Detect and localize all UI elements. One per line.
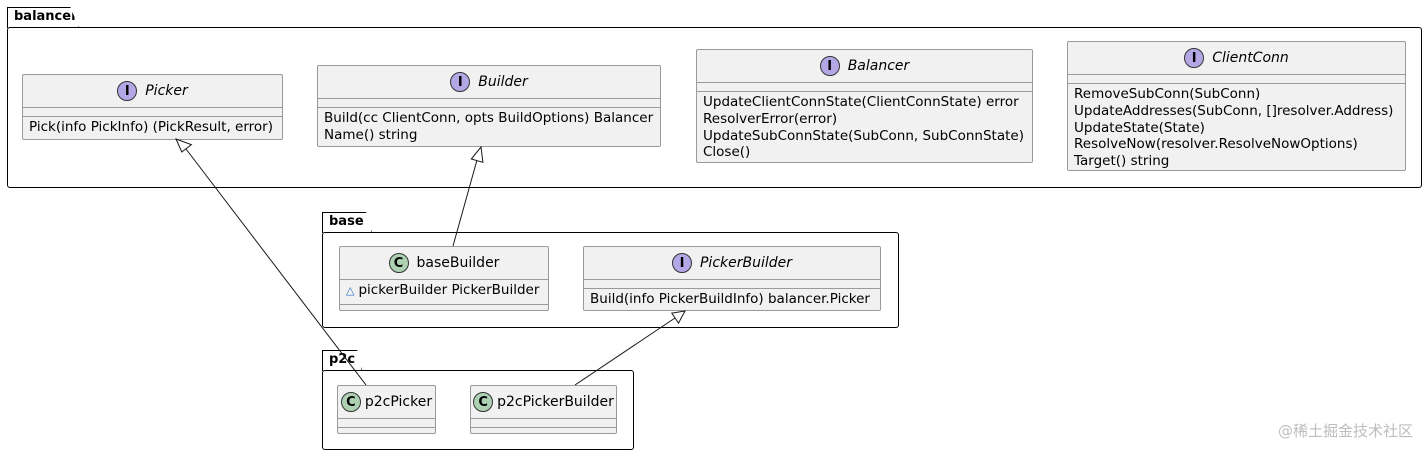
class-basebuilder[interactable]: C baseBuilder △pickerBuilder PickerBuild… (339, 246, 549, 311)
interface-stereotype-icon: I (450, 72, 471, 92)
interface-stereotype-icon: I (117, 81, 138, 101)
interface-balancer[interactable]: I Balancer UpdateClientConnState(ClientC… (696, 49, 1033, 163)
realization-p2cpickerbuilder-pickerbuilder (574, 317, 676, 386)
arrowhead (470, 145, 484, 163)
package-base-tab: base (322, 212, 372, 233)
interface-pickerbuilder[interactable]: I PickerBuilder Build(info PickerBuildIn… (583, 246, 881, 311)
method: ResolverError(error) (703, 110, 838, 127)
interface-clientconn-name: ClientConn (1212, 50, 1289, 66)
class-p2cpickerbuilder-name: p2cPickerBuilder (497, 394, 614, 410)
watermark: @稀土掘金技术社区 (1277, 422, 1413, 440)
class-stereotype-icon: C (340, 392, 361, 412)
method: Close() (703, 144, 751, 161)
class-basebuilder-name: baseBuilder (416, 255, 500, 271)
method: Build(cc ClientConn, opts BuildOptions) … (324, 110, 654, 126)
package-visibility-icon: △ (346, 284, 355, 297)
interface-picker-name: Picker (145, 83, 188, 99)
package-base-name: base (329, 214, 364, 229)
method: UpdateClientConnState(ClientConnState) e… (703, 94, 1019, 110)
package-balancer-name: balancer (14, 9, 78, 24)
realization-basebuilder-builder (452, 159, 478, 247)
method: ResolveNow(resolver.ResolveNowOptions) (1074, 136, 1358, 153)
interface-builder[interactable]: I Builder Build(cc ClientConn, opts Buil… (317, 65, 661, 147)
arrowhead (175, 138, 193, 153)
class-p2cpicker[interactable]: C p2cPicker (337, 385, 436, 434)
interface-pickerbuilder-methods: Build(info PickerBuildInfo) balancer.Pic… (584, 289, 880, 311)
interface-balancer-header: I Balancer (697, 50, 1032, 82)
interface-pickerbuilder-name: PickerBuilder (699, 255, 793, 271)
class-p2cpicker-name: p2cPicker (364, 394, 433, 410)
method: Build(info PickerBuildInfo) balancer.Pic… (590, 291, 870, 307)
interface-stereotype-icon: I (671, 253, 692, 273)
interface-balancer-methods: UpdateClientConnState(ClientConnState) e… (697, 92, 1032, 164)
method: Pick(info PickInfo) (PickResult, error) (29, 119, 274, 135)
class-p2cpicker-header: C p2cPicker (338, 386, 435, 418)
method: Target() string (1074, 153, 1170, 170)
method: UpdateAddresses(SubConn, []resolver.Addr… (1074, 102, 1394, 119)
field: △pickerBuilder PickerBuilder (346, 282, 540, 298)
class-stereotype-icon: C (473, 392, 494, 412)
interface-stereotype-icon: I (819, 56, 840, 76)
interface-picker-methods: Pick(info PickInfo) (PickResult, error) (23, 117, 282, 139)
interface-pickerbuilder-header: I PickerBuilder (584, 247, 880, 279)
interface-balancer-name: Balancer (847, 58, 910, 74)
method: UpdateState(State) (1074, 119, 1205, 136)
interface-clientconn-methods: RemoveSubConn(SubConn) UpdateAddresses(S… (1068, 84, 1405, 173)
arrowhead (670, 310, 686, 325)
interface-clientconn-header: I ClientConn (1068, 42, 1405, 74)
method: Name() string (324, 126, 418, 143)
interface-builder-methods: Build(cc ClientConn, opts BuildOptions) … (318, 108, 660, 147)
class-stereotype-icon: C (388, 253, 409, 273)
realization-p2cpicker-picker (185, 148, 367, 386)
package-balancer-tab: balancer (7, 7, 79, 28)
interface-clientconn[interactable]: I ClientConn RemoveSubConn(SubConn) Upda… (1067, 41, 1406, 171)
interface-picker-header: I Picker (23, 75, 282, 107)
interface-builder-header: I Builder (318, 66, 660, 98)
package-p2c-tab: p2c (322, 350, 362, 371)
class-p2cpickerbuilder-header: C p2cPickerBuilder (471, 386, 616, 418)
method: UpdateSubConnState(SubConn, SubConnState… (703, 127, 1024, 144)
interface-picker[interactable]: I Picker Pick(info PickInfo) (PickResult… (22, 74, 283, 140)
class-basebuilder-header: C baseBuilder (340, 247, 548, 279)
class-p2cpickerbuilder[interactable]: C p2cPickerBuilder (470, 385, 617, 434)
method: RemoveSubConn(SubConn) (1074, 86, 1261, 102)
class-basebuilder-fields: △pickerBuilder PickerBuilder (340, 280, 548, 303)
interface-stereotype-icon: I (1184, 48, 1205, 68)
interface-builder-name: Builder (478, 74, 528, 90)
package-p2c-name: p2c (329, 352, 356, 367)
